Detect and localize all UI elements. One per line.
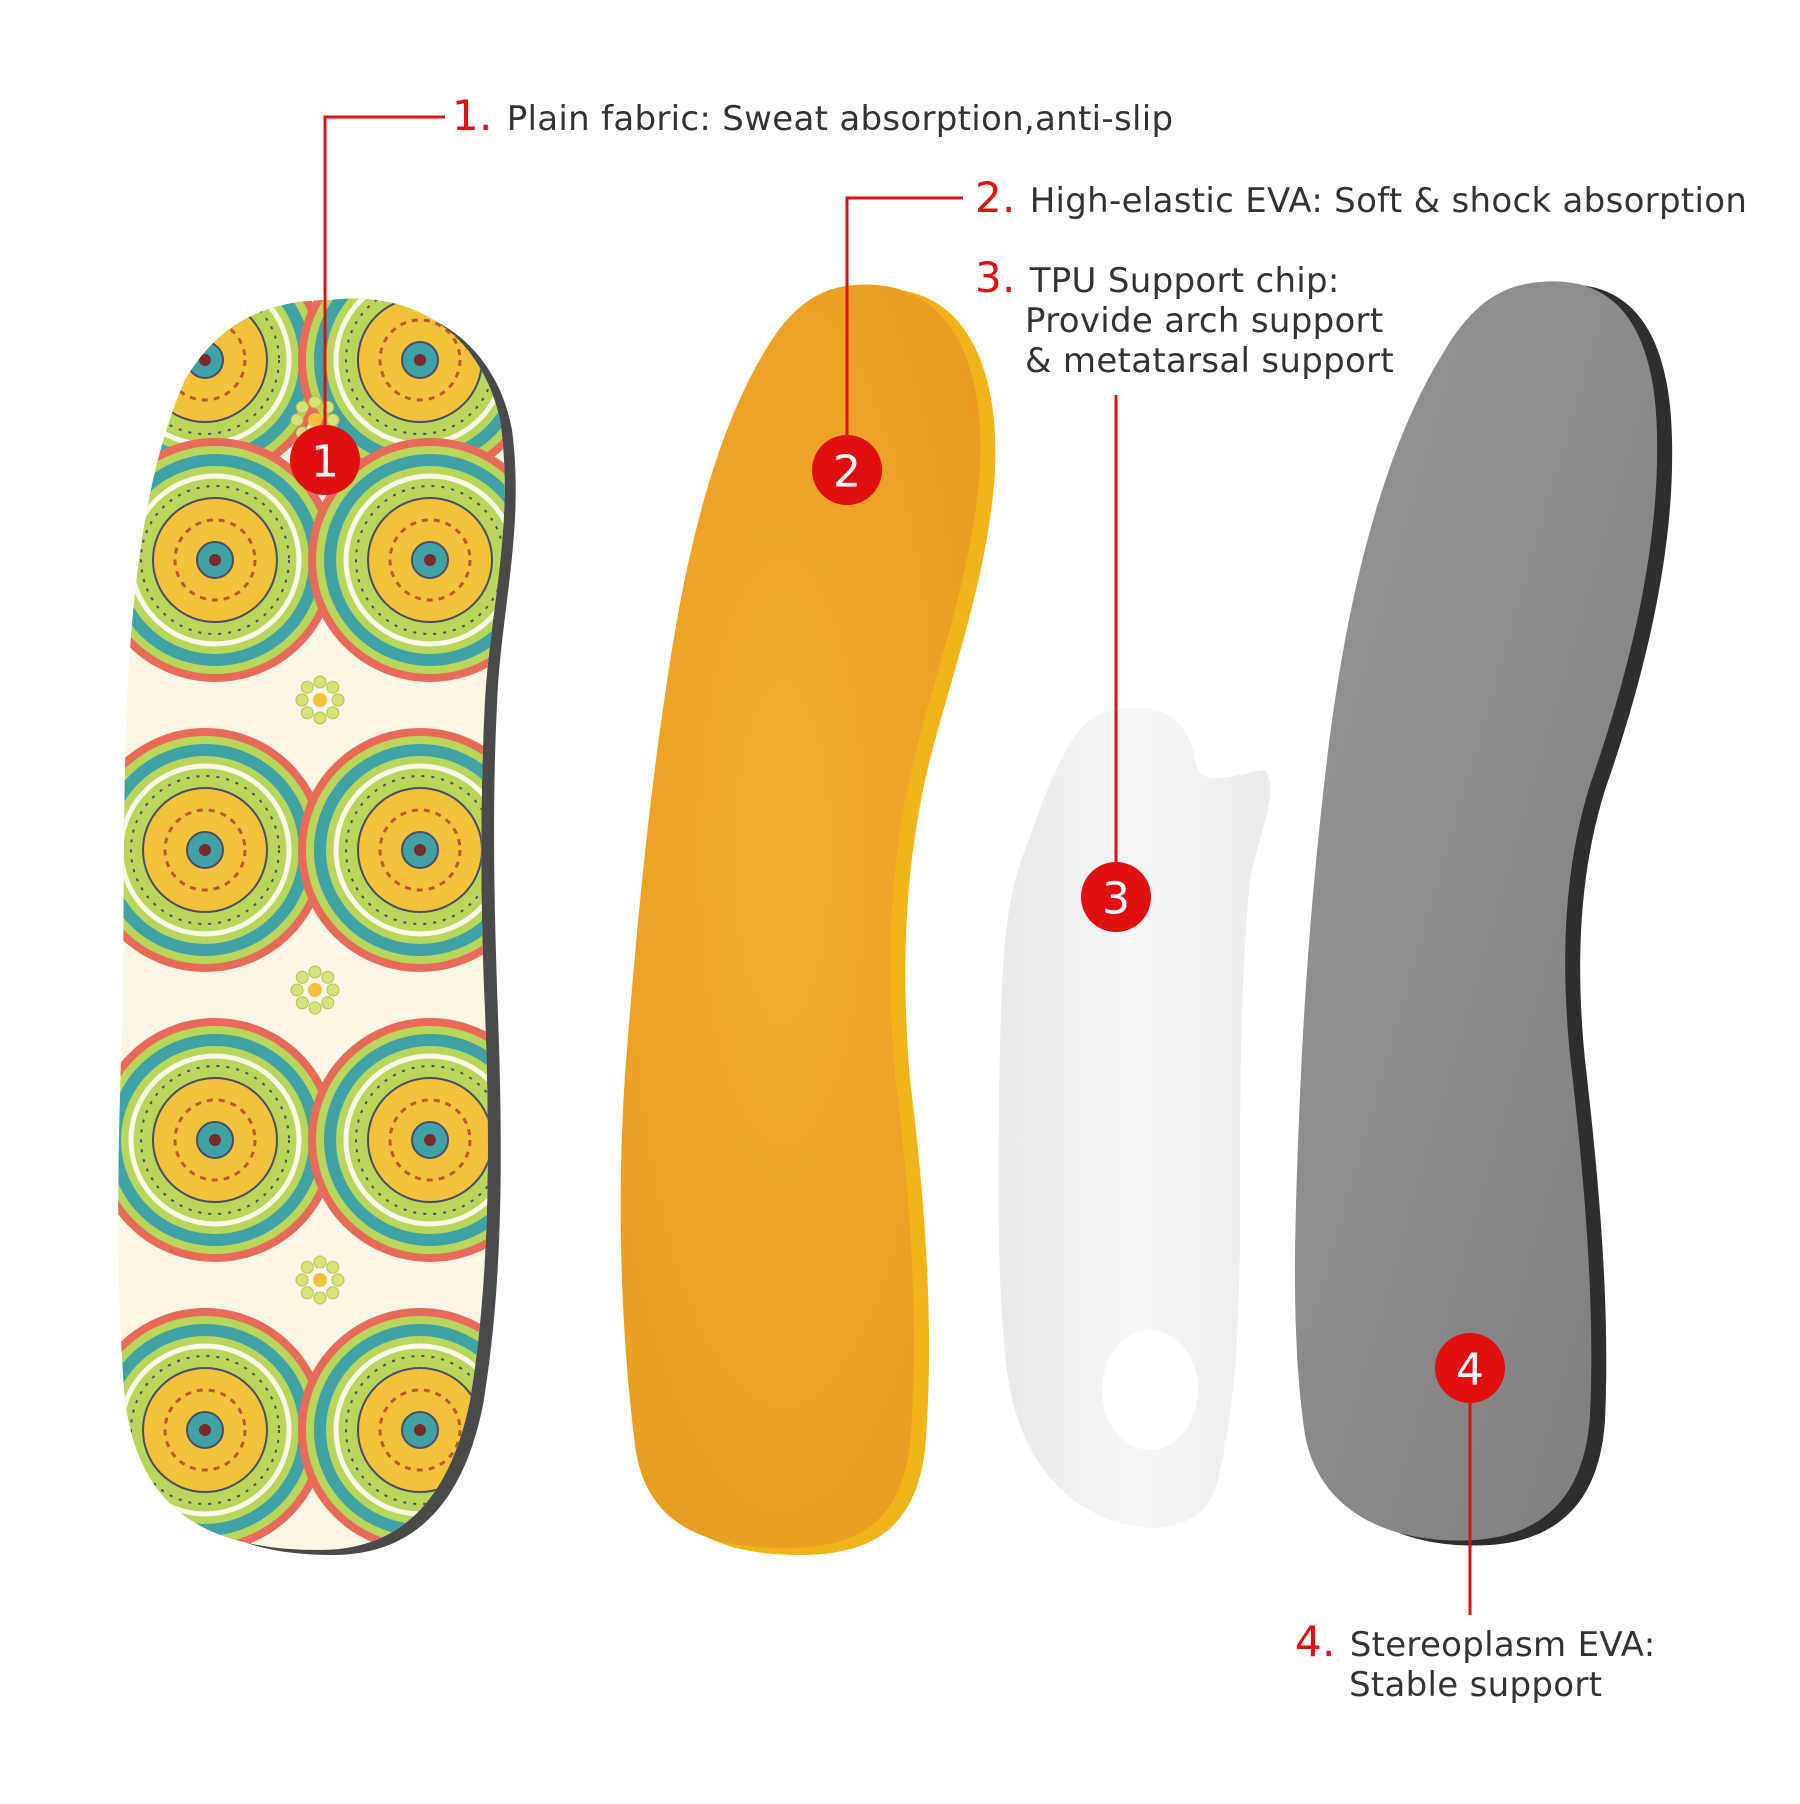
callout-4-text-line-2: Stable support [1349,1665,1603,1705]
tpu-chip-body [998,707,1271,1528]
badge-1: 1 [290,425,360,495]
badge-1-label: 1 [311,437,339,488]
badge-4: 4 [1435,1333,1505,1403]
eva-orange-layer [620,284,996,1556]
callout-2-caption: 2.High-elastic EVA: Soft & shock absorpt… [975,177,1748,222]
tpu-chip-heel-hole [1102,1330,1198,1450]
fabric-insole [118,298,516,1555]
leader-line-1 [323,115,445,455]
mandala-pattern [118,298,505,1550]
callout-3-text-line-3: & metatarsal support [1025,341,1395,381]
callout-4-number: 4. [1295,1617,1336,1666]
badge-2-label: 2 [833,447,861,498]
gray-eva-surface [1295,281,1658,1541]
gray-eva-base [1295,281,1673,1546]
callout-3-number: 3. [975,253,1016,302]
callout-2-text: High-elastic EVA: Soft & shock absorptio… [1029,181,1748,221]
callout-2-number: 2. [975,173,1016,222]
callout-4-caption: 4.Stereoplasm EVA: Stable support [1295,1621,1656,1706]
leader-lines [323,115,1472,1615]
badge-4-label: 4 [1456,1345,1484,1396]
badge-3-label: 3 [1102,874,1130,925]
badge-2: 2 [812,435,882,505]
callout-4-text-line-1: Stereoplasm EVA: [1349,1625,1656,1665]
tpu-support-chip [998,707,1271,1528]
callout-1-caption: 1.Plain fabric: Sweat absorption,anti-sl… [452,95,1174,140]
leader-line-2 [845,196,963,468]
callout-1-text: Plain fabric: Sweat absorption,anti-slip [506,99,1174,139]
callout-1-number: 1. [452,91,493,140]
callout-3-text-line-1: TPU Support chip: [1029,261,1340,301]
callout-3-text-line-2: Provide arch support [1025,301,1384,341]
eva-orange-surface [620,284,981,1549]
callout-3-caption: 3.TPU Support chip: Provide arch support… [975,257,1395,382]
badge-3: 3 [1081,862,1151,932]
